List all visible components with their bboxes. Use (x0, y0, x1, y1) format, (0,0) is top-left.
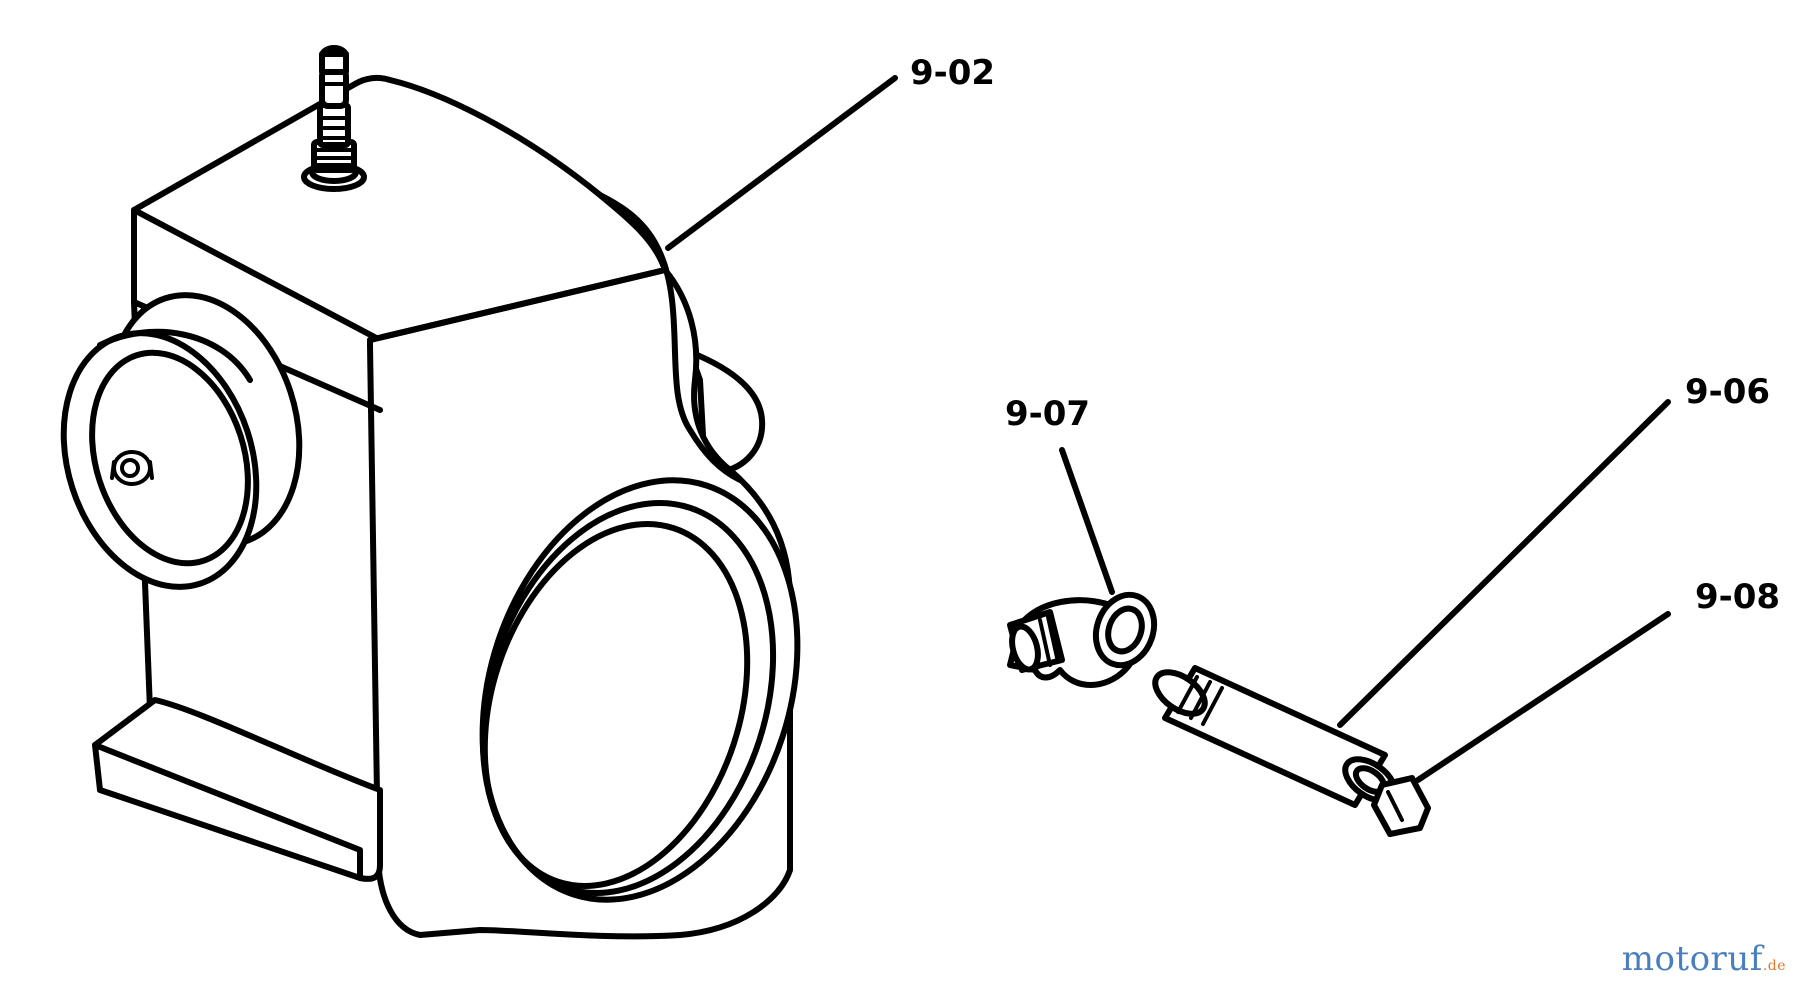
housing-top-right-curve (597, 192, 743, 483)
housing-top-face (131, 74, 668, 343)
leader-9-02 (665, 75, 898, 251)
label-9-08: 9-08 (1695, 577, 1780, 617)
watermark-tld: .de (1762, 958, 1786, 974)
label-9-06: 9-06 (1685, 372, 1770, 412)
plug-body (1371, 775, 1431, 837)
pipe-part-9-06 (1152, 665, 1398, 808)
housing-base-edge (92, 742, 363, 881)
watermark-logo: motoruf.de (1622, 939, 1786, 979)
leader-9-07 (1059, 447, 1115, 595)
housing-top-fitting (301, 45, 367, 192)
housing-front-top-edge (367, 267, 668, 343)
plug-part-9-08 (1371, 775, 1431, 837)
elbow-part-9-07 (1007, 591, 1158, 688)
housing-part-9-02 (60, 45, 801, 940)
housing-pulley (60, 292, 303, 590)
housing-base (92, 697, 383, 882)
watermark-main: motoruf (1621, 939, 1763, 979)
leader-9-08 (1415, 611, 1671, 783)
leader-9-06 (1337, 399, 1671, 728)
label-9-02: 9-02 (910, 53, 995, 93)
housing-front-cover (479, 477, 801, 903)
label-9-07: 9-07 (1005, 394, 1090, 434)
